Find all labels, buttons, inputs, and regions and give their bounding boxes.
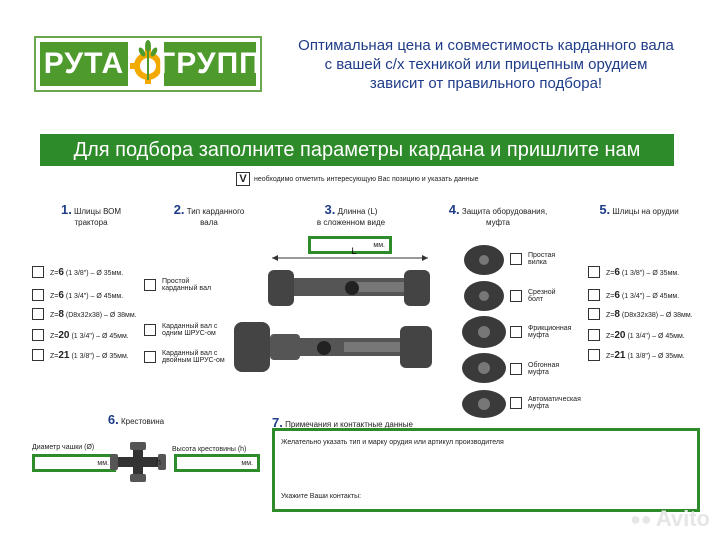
checkbox[interactable] xyxy=(144,324,156,336)
notes-hint: Желательно указать тип и марку орудия ил… xyxy=(281,439,504,446)
tractor-spline-option-5[interactable]: Z=21 (1 3/8") – Ø 35мм. xyxy=(32,349,129,361)
checkbox[interactable] xyxy=(588,308,600,320)
tractor-spline-option-1[interactable]: Z=6 (1 3/8") – Ø 35мм. xyxy=(32,266,123,278)
checkbox[interactable] xyxy=(32,349,44,361)
tractor-spline-option-3[interactable]: Z=8 (D8x32x38) – Ø 38мм. xyxy=(32,308,137,320)
length-input[interactable]: мм. xyxy=(308,236,392,254)
checkbox[interactable] xyxy=(144,279,156,291)
checkbox[interactable] xyxy=(32,308,44,320)
cardan-shaft-illustration: L xyxy=(234,246,432,372)
section-4-title: 4. Защита оборудования, муфта xyxy=(448,202,548,227)
checkbox[interactable] xyxy=(510,290,522,302)
company-logo: РУТА ГРУПП xyxy=(34,36,262,92)
checkbox[interactable] xyxy=(510,397,522,409)
checkbox[interactable] xyxy=(32,329,44,341)
cross-height-label: Высота крестовины (h) xyxy=(172,446,247,453)
check-mark-icon: V xyxy=(236,172,250,186)
avito-watermark: ●● Avito xyxy=(630,506,710,531)
logo-text-right: ГРУПП xyxy=(158,42,261,86)
checkbox[interactable] xyxy=(588,289,600,301)
tagline-line-3: зависит от правильного подбора! xyxy=(369,75,603,92)
checkbox[interactable] xyxy=(588,349,600,361)
wheat-gear-icon xyxy=(130,40,166,84)
section-7-title: 7. Примечания и контактные данные xyxy=(272,415,413,430)
notes-textarea[interactable]: Желательно указать тип и марку орудия ил… xyxy=(272,428,700,512)
selection-note: V необходимо отметить интересующую Вас п… xyxy=(236,172,479,186)
length-marker-label: L xyxy=(351,246,356,256)
cup-diameter-input[interactable]: мм. xyxy=(32,454,116,472)
avito-logo-icon: ●● xyxy=(630,508,652,529)
selection-note-text: необходимо отметить интересующую Вас поз… xyxy=(254,175,479,183)
implement-spline-option-3[interactable]: Z=8 (D8x32x38) – Ø 38мм. xyxy=(588,308,693,320)
contacts-label: Укажите Ваши контакты: xyxy=(281,493,362,500)
clutch-types-illustration xyxy=(462,245,506,418)
logo-text-left: РУТА xyxy=(40,42,128,86)
implement-spline-option-1[interactable]: Z=6 (1 3/8") – Ø 35мм. xyxy=(588,266,679,278)
tagline-line-1: Оптимальная цена и совместимость карданн… xyxy=(298,37,674,54)
section-1-title: 1. Шлицы ВОМ трактора xyxy=(60,202,122,227)
instruction-banner: Для подбора заполните параметры кардана … xyxy=(40,134,674,166)
section-6-title: 6. Крестовина xyxy=(107,412,165,427)
checkbox[interactable] xyxy=(510,253,522,265)
checkbox[interactable] xyxy=(32,266,44,278)
tractor-spline-option-4[interactable]: Z=20 (1 3/4") – Ø 45мм. xyxy=(32,329,129,341)
checkbox[interactable] xyxy=(588,266,600,278)
implement-spline-option-5[interactable]: Z=21 (1 3/8") – Ø 35мм. xyxy=(588,349,685,361)
tractor-spline-option-2[interactable]: Z=6 (1 3/4") – Ø 45мм. xyxy=(32,289,123,301)
cup-diameter-label: Диаметр чашки (Ø) xyxy=(32,444,95,451)
checkbox[interactable] xyxy=(32,289,44,301)
universal-joint-cross-icon xyxy=(110,442,166,482)
checkbox[interactable] xyxy=(144,351,156,363)
checkbox[interactable] xyxy=(510,363,522,375)
implement-spline-option-4[interactable]: Z=20 (1 3/4") – Ø 45мм. xyxy=(588,329,685,341)
tagline: Оптимальная цена и совместимость карданн… xyxy=(276,36,696,93)
section-2-title: 2. Тип карданного вала xyxy=(173,202,245,227)
tagline-line-2: с вашей с/х техникой или прицепным оруди… xyxy=(324,56,648,73)
cross-height-marker: h xyxy=(156,457,162,467)
implement-spline-option-2[interactable]: Z=6 (1 3/4") – Ø 45мм. xyxy=(588,289,679,301)
section-3-title: 3. Длинна (L) в сложенном виде xyxy=(316,202,386,227)
checkbox[interactable] xyxy=(510,326,522,338)
cross-height-input[interactable]: мм. xyxy=(174,454,260,472)
section-5-title: 5. Шлицы на орудии xyxy=(599,202,679,217)
checkbox[interactable] xyxy=(588,329,600,341)
